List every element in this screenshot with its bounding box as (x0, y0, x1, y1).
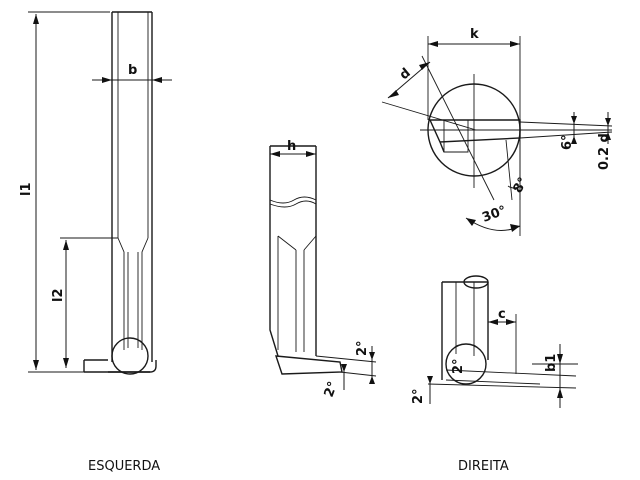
middle-tool-view: h 2° 2° (269, 139, 377, 400)
dim-c-arrow-right (506, 319, 516, 325)
dim-b1-arrow-bottom (557, 388, 563, 398)
side-view-tip (445, 343, 487, 385)
right-end-view: k d 6° 0.2 d 8° 30° DIREITA (381, 27, 613, 474)
label-middle-angle-top: 2° (355, 340, 370, 356)
dim-b-arrow-right (152, 77, 162, 83)
dim-angle-6-arrow-bottom (571, 136, 577, 144)
end-view-cut (443, 120, 469, 153)
side-view-body (441, 281, 489, 380)
left-tool-tip-arc (111, 337, 149, 375)
dim-angle-30-arrow-left (466, 218, 476, 226)
label-middle-angle-bottom: 2° (322, 380, 341, 400)
dim-d-arrow-a (388, 90, 399, 98)
label-angle-8: 8° (510, 175, 531, 196)
dim-h-arrow-left (270, 151, 280, 157)
dim-l2-arrow-bottom (63, 358, 69, 368)
dim-l2-arrow-top (63, 240, 69, 250)
dim-angle-8-arc (507, 185, 521, 189)
dim-l1-arrow-bottom (33, 360, 39, 370)
label-b1: b1 (544, 354, 559, 372)
label-l1: l1 (19, 182, 34, 196)
dim-d-arrow-b (419, 62, 430, 70)
dim-angle-right-arrow-top (369, 352, 375, 360)
label-h: h (287, 139, 296, 154)
label-b: b (128, 63, 137, 78)
left-tool-flute (117, 237, 149, 350)
label-k: k (470, 27, 479, 42)
left-tool-tip (83, 359, 157, 373)
left-tool-outline (111, 11, 153, 362)
dim-l1-arrow-top (33, 14, 39, 24)
dim-angle-8-lines (505, 139, 521, 201)
dim-k-arrow-right (510, 41, 520, 47)
dim-k-arrow-left (428, 41, 438, 47)
dim-b-arrow-left (102, 77, 112, 83)
dim-angle-bottom-arrow (341, 364, 347, 372)
label-side-angle-top: 2° (451, 358, 466, 374)
left-tool-view: l1 l2 b ESQUERDA (19, 11, 172, 474)
middle-tool-tip (274, 355, 343, 375)
dim-k-ext (427, 36, 521, 236)
middle-tool-flute (277, 235, 317, 352)
label-c: c (498, 307, 506, 322)
label-angle-6: 6° (560, 134, 575, 150)
label-angle-30: 30° (480, 203, 508, 226)
dim-l1-ext (28, 11, 110, 373)
dim-offset-arrow-top (605, 118, 611, 126)
label-l2: l2 (51, 288, 66, 302)
middle-tool-tip-line (315, 355, 377, 377)
dim-angle-6-arrow-top (571, 116, 577, 124)
dim-side-angle-bottom-arrow (427, 376, 433, 384)
right-side-view: c b1 2° 2° (411, 275, 578, 408)
dim-offset-arrow-bottom (605, 132, 611, 140)
side-view-cutting-lines (427, 369, 577, 389)
rake-lines (468, 121, 613, 139)
dim-c-arrow-left (488, 319, 498, 325)
dim-d-ext (381, 55, 495, 201)
label-d: d (397, 66, 414, 83)
caption-direita: DIREITA (458, 459, 509, 474)
label-side-angle-bottom: 2° (411, 388, 426, 404)
end-view-centerlines (420, 74, 530, 188)
middle-tool-break (269, 196, 317, 208)
side-view-top-cap (463, 275, 489, 289)
dim-b1-arrow-top (557, 354, 563, 364)
left-tool-inner-edges (117, 12, 149, 238)
dim-angle-right-arrow-bottom (369, 376, 375, 384)
side-view-inner (455, 282, 475, 356)
caption-esquerda: ESQUERDA (88, 459, 160, 474)
dim-h-arrow-right (306, 151, 316, 157)
middle-tool-outline (269, 145, 317, 357)
label-offset: 0.2 d (597, 133, 612, 170)
dim-angle-30-arrow-right (510, 224, 520, 232)
